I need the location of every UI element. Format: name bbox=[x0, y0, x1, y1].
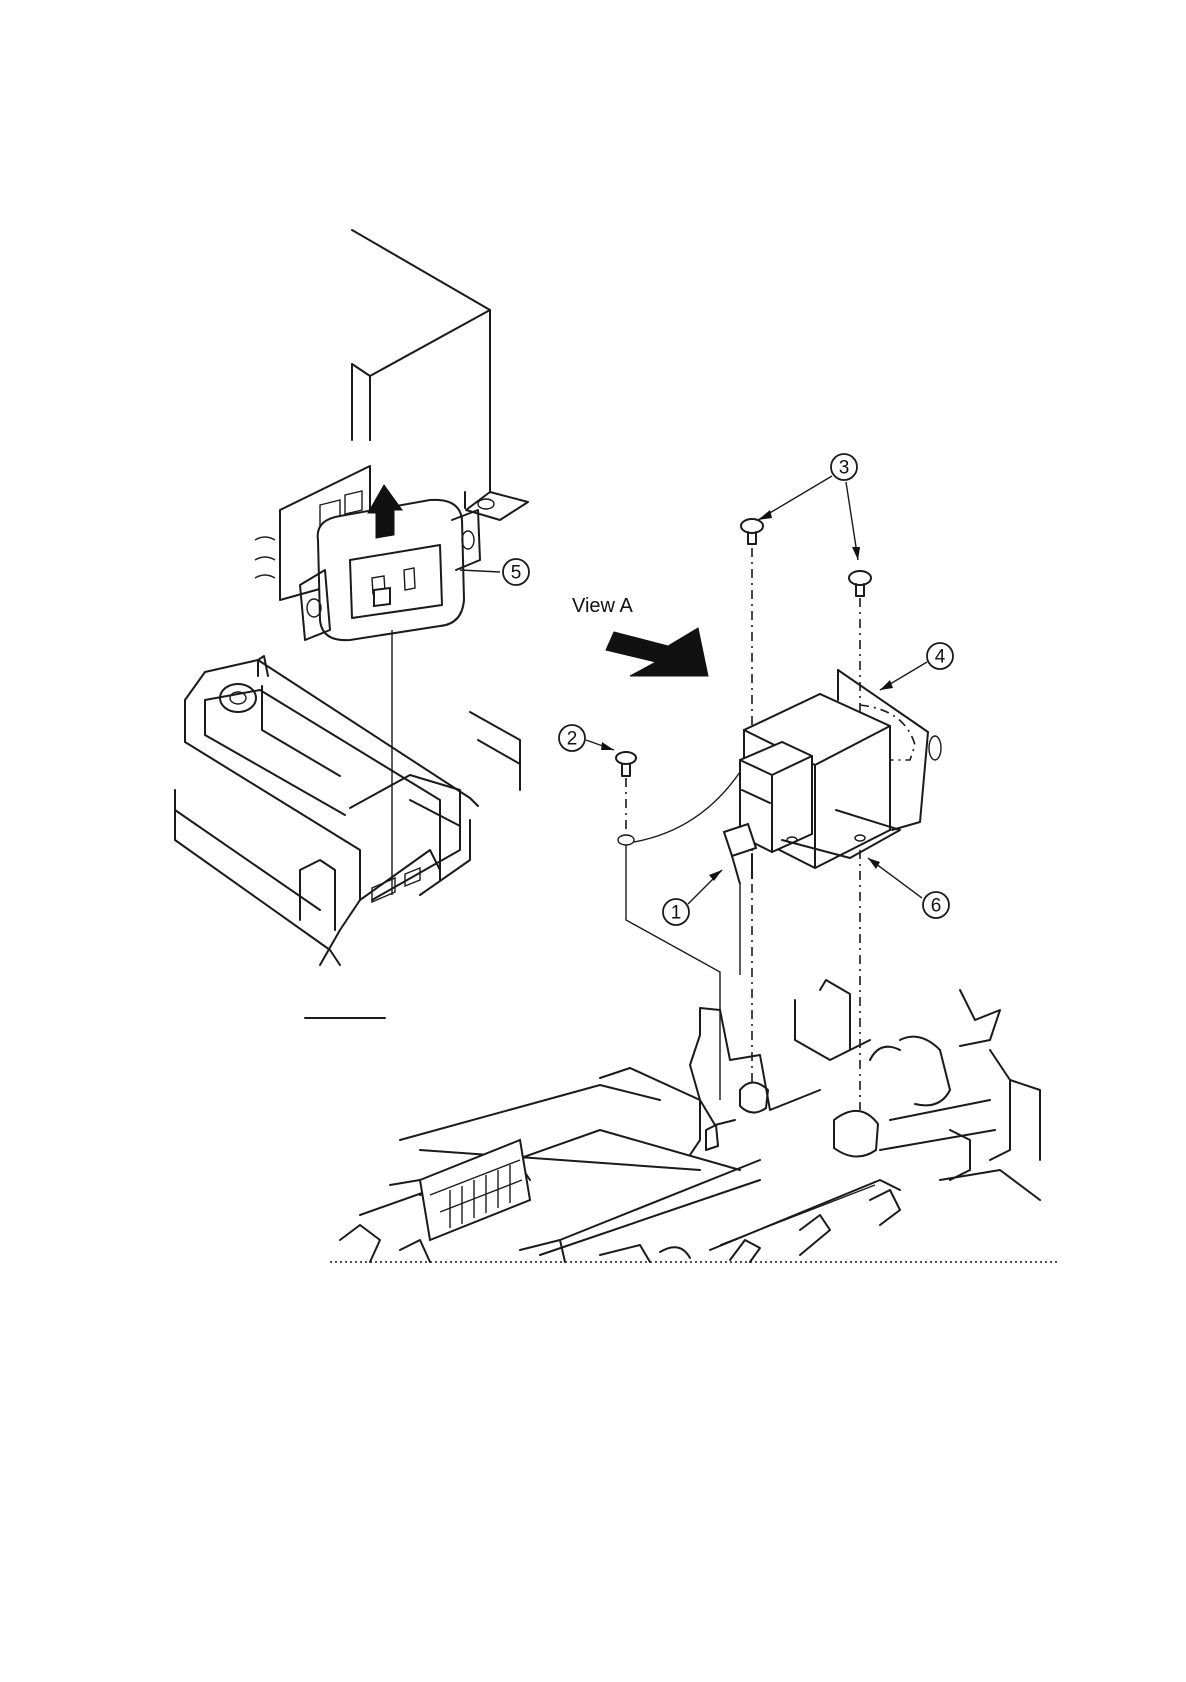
callout-5: 5 bbox=[460, 559, 529, 585]
callout-5-label: 5 bbox=[511, 563, 522, 584]
callout-4: 4 bbox=[880, 643, 953, 690]
callout-6: 6 bbox=[868, 858, 949, 918]
ground-screw bbox=[616, 752, 740, 1100]
view-a-label: View A bbox=[572, 595, 633, 617]
callout-1: 1 bbox=[663, 870, 722, 925]
transformer bbox=[740, 694, 900, 868]
printer-chassis bbox=[330, 980, 1060, 1262]
left-assembly: 5 bbox=[175, 230, 529, 1018]
callout-4-label: 4 bbox=[935, 647, 946, 668]
callout-2: 2 bbox=[559, 725, 614, 751]
callout-3-label: 3 bbox=[839, 458, 850, 479]
callout-3: 3 bbox=[758, 454, 860, 560]
callout-6-label: 6 bbox=[931, 896, 942, 917]
callout-1-label: 1 bbox=[671, 903, 682, 924]
callout-2-label: 2 bbox=[567, 729, 578, 750]
housing-box bbox=[352, 230, 528, 520]
base-tray bbox=[175, 656, 520, 965]
view-a: View A bbox=[572, 595, 708, 676]
view-direction-arrow-icon bbox=[606, 628, 708, 676]
